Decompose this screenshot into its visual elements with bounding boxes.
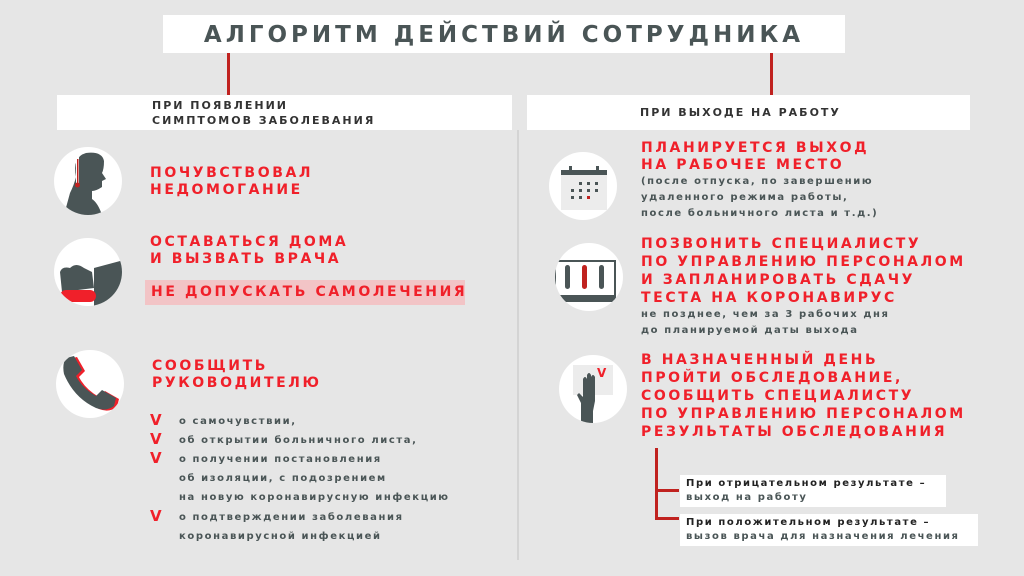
list-item: о подтверждении заболевания	[179, 512, 404, 523]
step-note: до планируемой даты выхода	[641, 325, 859, 336]
outcome-condition: При положительном результате –	[686, 517, 931, 528]
step-title: В НАЗНАЧЕННЫЙ ДЕНЬ	[641, 352, 879, 368]
check-icon: V	[150, 411, 162, 429]
test-tubes-icon	[555, 243, 623, 311]
outcome-negative: При отрицательном результате – выход на …	[680, 475, 946, 507]
list-item: об открытии больничного листа,	[179, 435, 418, 446]
step-title: ТЕСТА НА КОРОНАВИРУС	[641, 290, 897, 306]
outcome-positive: При положительном результате – вызов вра…	[680, 514, 978, 546]
outcome-connector	[655, 517, 679, 520]
list-item: о самочувствии,	[179, 416, 297, 427]
header-line: ПРИ ВЫХОДЕ НА РАБОТУ	[640, 106, 841, 119]
step-title: РУКОВОДИТЕЛЮ	[152, 375, 322, 391]
sick-person-icon	[54, 147, 122, 215]
left-column-header: ПРИ ПОЯВЛЕНИИ СИМПТОМОВ ЗАБОЛЕВАНИЯ	[57, 95, 512, 130]
check-icon: V	[150, 507, 162, 525]
step-title: СООБЩИТЬ	[152, 358, 269, 374]
step-title: ПО УПРАВЛЕНИЮ ПЕРСОНАЛОМ	[641, 406, 966, 422]
outcome-connector	[655, 489, 679, 492]
connector-line	[227, 53, 230, 95]
list-item: коронавирусной инфекцией	[179, 531, 382, 542]
step-title: НА РАБОЧЕЕ МЕСТО	[641, 157, 845, 173]
page-title: АЛГОРИТМ ДЕЙСТВИЙ СОТРУДНИКА	[163, 15, 845, 53]
calendar-icon	[549, 152, 617, 220]
list-item: на новую коронавирусную инфекцию	[179, 492, 450, 503]
step-title: РЕЗУЛЬТАТЫ ОБСЛЕДОВАНИЯ	[641, 424, 948, 440]
outcome-action: выход на работу	[686, 492, 808, 503]
step-title: ПРОЙТИ ОБСЛЕДОВАНИЕ,	[641, 370, 903, 386]
warning-badge: НЕ ДОПУСКАТЬ САМОЛЕЧЕНИЯ	[145, 280, 465, 305]
outcome-condition: При отрицательном результате –	[686, 478, 927, 489]
check-icon: V	[150, 449, 162, 467]
step-title: ПОЗВОНИТЬ СПЕЦИАЛИСТУ	[641, 236, 922, 252]
step-note: удаленного режима работы,	[641, 192, 849, 203]
right-column-header: ПРИ ВЫХОДЕ НА РАБОТУ	[527, 95, 970, 130]
step-note: (после отпуска, по завершению	[641, 176, 874, 187]
phone-icon	[56, 350, 124, 418]
step-title: И ВЫЗВАТЬ ВРАЧА	[150, 251, 342, 267]
header-line: ПРИ ПОЯВЛЕНИИ	[152, 99, 288, 112]
header-line: СИМПТОМОВ ЗАБОЛЕВАНИЯ	[152, 114, 376, 127]
step-title: ПЛАНИРУЕТСЯ ВЫХОД	[641, 140, 870, 156]
voting-hand-icon: V	[559, 355, 627, 423]
step-title: ОСТАВАТЬСЯ ДОМА	[150, 234, 349, 250]
column-divider	[517, 130, 519, 560]
step-title: ПО УПРАВЛЕНИЮ ПЕРСОНАЛОМ	[641, 254, 966, 270]
outcome-action: вызов врача для назначения лечения	[686, 531, 960, 542]
step-note: не позднее, чем за 3 рабочих дня	[641, 309, 890, 320]
step-title: НЕДОМОГАНИЕ	[150, 182, 303, 198]
step-title: И ЗАПЛАНИРОВАТЬ СДАЧУ	[641, 272, 916, 288]
check-icon: V	[150, 430, 162, 448]
step-title: СООБЩИТЬ СПЕЦИАЛИСТУ	[641, 388, 915, 404]
list-item: о получении постановления	[179, 454, 382, 465]
outcome-bracket	[655, 448, 658, 520]
bed-rest-icon	[54, 238, 122, 306]
list-item: об изоляции, с подозрением	[179, 473, 387, 484]
connector-line	[770, 53, 773, 95]
svg-text:V: V	[597, 366, 607, 380]
step-note: после больничного листа и т.д.)	[641, 208, 879, 219]
step-title: ПОЧУВСТВОВАЛ	[150, 165, 314, 181]
